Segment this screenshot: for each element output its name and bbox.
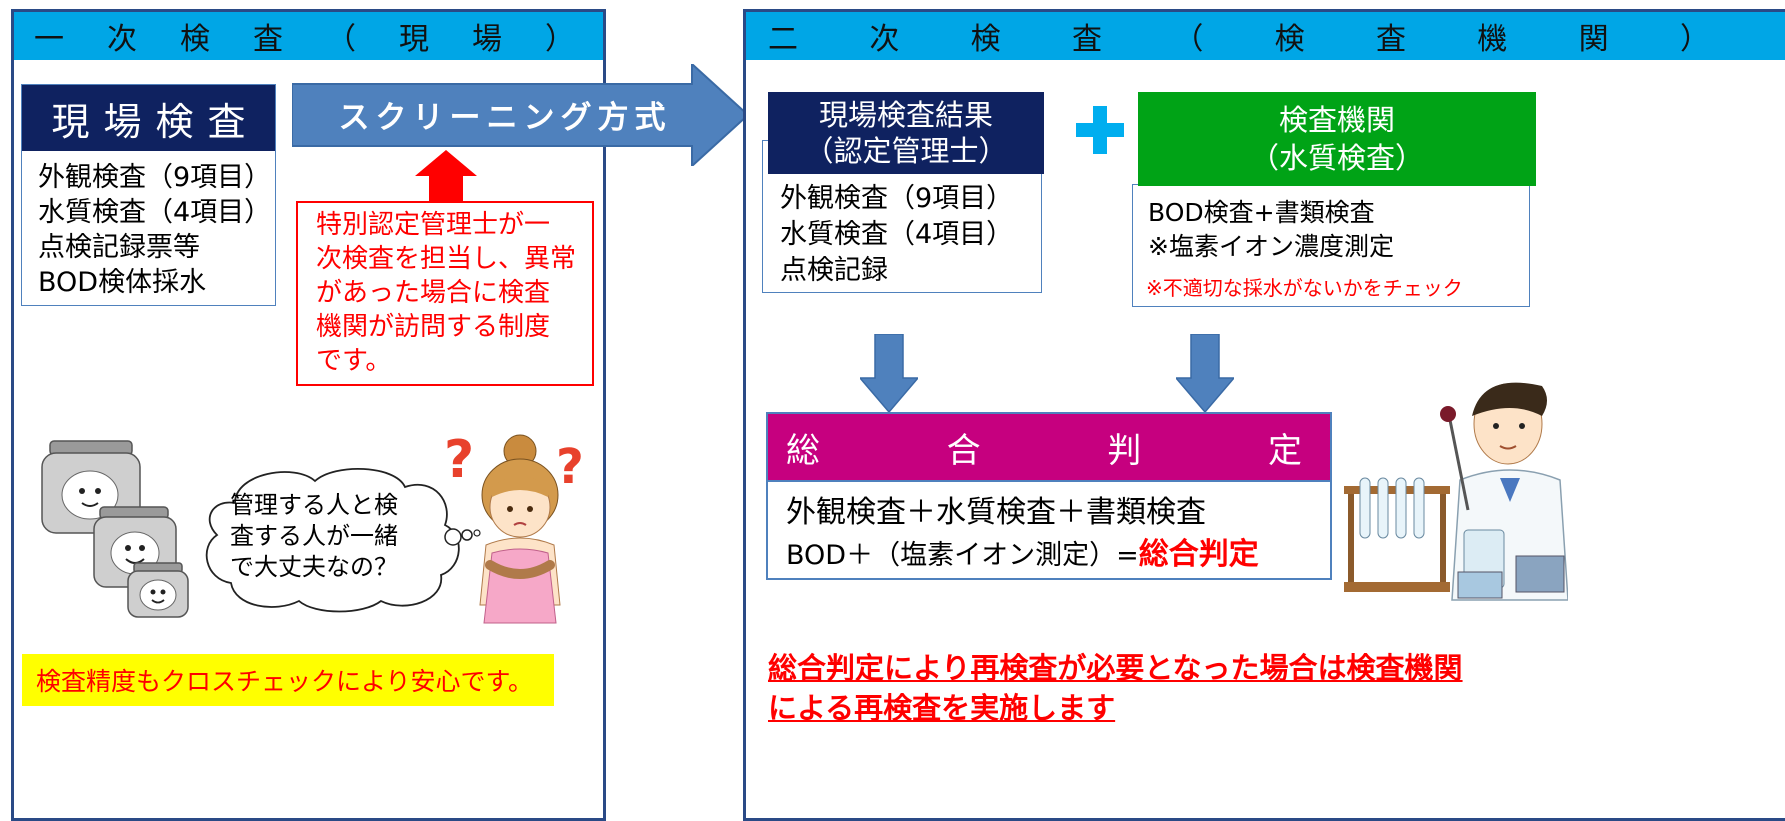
note-line: があった場合に検査 — [316, 278, 551, 308]
list-item: 水質検査（4項目） — [780, 219, 1014, 250]
overall-judgment-highlight: 総合判定 — [1138, 537, 1259, 572]
list-item: 点検記録 — [780, 255, 888, 286]
agency-check-note: ※不適切な採水がないかをチェック — [1146, 272, 1526, 301]
bubble-line: 査する人が一緒 — [230, 522, 398, 550]
list-item: ※塩素イオン濃度測定 — [1148, 232, 1394, 261]
cross-check-note: 検査精度もクロスチェックにより安心です。 — [22, 654, 554, 706]
header-char: （ — [1173, 22, 1204, 57]
septic-tank-characters-illustration — [41, 440, 189, 618]
list-item: 外観検査（9項目） — [38, 162, 272, 193]
header-char: 次 — [107, 22, 137, 57]
header-char: 一 — [34, 22, 64, 57]
header-char: 査 — [1071, 22, 1102, 57]
inspection-agency-items: BOD検査+書類検査 ※塩素イオン濃度測定 — [1148, 196, 1526, 264]
agency-title-line: （水質検査） — [1249, 141, 1424, 175]
header-char: ） — [1679, 22, 1710, 57]
header-char: 検 — [180, 22, 210, 57]
note-line: 機関が訪問する制度 — [316, 312, 551, 342]
header-char: 検 — [1274, 22, 1305, 57]
thought-bubble-text: 管理する人と検 査する人が一緒 で大丈夫なの？ — [230, 490, 430, 583]
note-line: 特別認定管理士が一 — [316, 210, 551, 240]
primary-inspection-header: 一 次 検 査 （ 現 場 ） — [14, 12, 603, 60]
note-line: です。 — [316, 346, 392, 376]
reinspection-note-line: 総合判定により再検査が必要となった場合は検査機関 — [768, 651, 1463, 685]
judgment-char: 判 — [1107, 430, 1142, 471]
svg-text:?: ? — [556, 439, 584, 495]
field-inspection-title: 現場検査 — [22, 85, 275, 151]
note-line: 次検査を担当し、異常 — [316, 244, 577, 274]
screening-arrow-icon — [292, 64, 750, 166]
header-char: 二 — [768, 22, 798, 57]
header-char: 次 — [869, 22, 900, 57]
inspection-agency-title: 検査機関 （水質検査） — [1138, 92, 1536, 186]
header-char: （ — [326, 22, 356, 57]
field-result-title: 現場検査結果 （認定管理士） — [768, 92, 1044, 174]
list-item: 外観検査（9項目） — [780, 183, 1014, 214]
header-char: 場 — [472, 22, 502, 57]
reinspection-note-line: による再検査を実施します — [768, 691, 1116, 725]
overall-judgment-formula: 外観検査＋水質検査＋書類検査 BOD＋（塩素イオン測定）=総合判定 — [786, 492, 1326, 577]
down-arrow-icon — [1176, 334, 1234, 412]
field-result-title-line: （認定管理士） — [804, 134, 1008, 168]
header-char: 機 — [1477, 22, 1508, 57]
plus-icon — [1076, 106, 1124, 154]
agency-check-note-text: ※不適切な採水がないかをチェック — [1146, 276, 1463, 300]
secondary-inspection-header: 二 次 検 査 （ 検 査 機 関 ） — [746, 12, 1785, 60]
lab-scientist-illustration — [1344, 382, 1568, 601]
svg-text:?: ? — [444, 430, 474, 490]
formula-line: 外観検査＋水質検査＋書類検査 — [786, 495, 1206, 530]
header-char: 現 — [399, 22, 429, 57]
agency-title-line: 検査機関 — [1278, 103, 1395, 137]
inspection-agency-box — [1132, 184, 1530, 307]
field-result-title-line: 現場検査結果 — [818, 98, 993, 132]
judgment-char: 総 — [786, 430, 820, 471]
formula-line: BOD＋（塩素イオン測定）=総合判定 — [786, 534, 1326, 577]
field-result-items: 外観検査（9項目） 水質検査（4項目） 点検記録 — [780, 181, 1035, 289]
cross-check-note-text: 検査精度もクロスチェックにより安心です。 — [36, 667, 534, 696]
screening-arrow-text: スクリーニング方式 — [338, 99, 672, 136]
confused-woman-illustration: ? ? — [444, 430, 584, 624]
judgment-char: 合 — [946, 430, 981, 471]
header-char: 関 — [1578, 22, 1609, 57]
reinspection-note: 総合判定により再検査が必要となった場合は検査機関 による再検査を実施します — [768, 648, 1548, 728]
list-item: 点検記録票等 — [38, 232, 200, 263]
list-item: BOD検体採水 — [38, 267, 207, 298]
header-char: ） — [545, 22, 575, 57]
thought-bubble-shape — [205, 467, 481, 613]
red-up-arrow-icon — [415, 150, 477, 202]
judgment-char: 定 — [1267, 430, 1302, 471]
field-inspection-title-text: 現場検査 — [51, 99, 260, 144]
overall-judgment-title: 総 合 判 定 — [768, 414, 1330, 482]
header-char: 査 — [1375, 22, 1406, 57]
list-item: BOD検査+書類検査 — [1148, 198, 1375, 227]
screening-arrow-label: スクリーニング方式 — [300, 88, 710, 140]
screening-note-text: 特別認定管理士が一 次検査を担当し、異常 があった場合に検査 機関が訪問する制度… — [316, 208, 591, 378]
header-char: 検 — [970, 22, 1001, 57]
list-item: 水質検査（4項目） — [38, 197, 272, 228]
bubble-line: 管理する人と検 — [230, 491, 398, 519]
header-char: 査 — [253, 22, 283, 57]
bubble-line: で大丈夫なの？ — [230, 553, 398, 581]
formula-line-text: BOD＋（塩素イオン測定）= — [786, 540, 1139, 571]
screening-note-box — [296, 201, 594, 386]
down-arrow-icon — [860, 334, 918, 412]
field-inspection-items: 外観検査（9項目） 水質検査（4項目） 点検記録票等 BOD検体採水 — [38, 160, 272, 300]
